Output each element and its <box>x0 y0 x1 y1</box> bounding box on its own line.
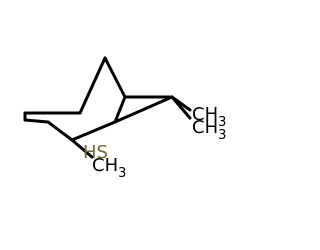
bond-ring-to-methyl-bottom <box>70 138 94 159</box>
molecule-structure-diagram: HS CH3 CH3 CH3 <box>23 56 226 181</box>
bond-ring-left-down <box>23 118 50 124</box>
methyl-label-right-bottom: CH3 <box>192 117 226 143</box>
atom-labels: HS CH3 CH3 CH3 <box>83 104 226 181</box>
molecule-svg: HS CH3 CH3 CH3 <box>23 56 226 181</box>
bond-gem-to-methyl-bottom <box>170 95 192 120</box>
bond-bridge-top-left <box>78 56 107 115</box>
bond-quaternary-to-gemdimethyl <box>113 95 174 124</box>
methyl-label-right-top: CH3 <box>192 104 226 130</box>
bond-quaternary-to-bridgehead <box>113 95 127 124</box>
bond-ring-lower-left <box>46 120 74 142</box>
methyl-label-bottom: CH3 <box>92 155 126 181</box>
bond-skeleton <box>23 56 192 159</box>
bond-ring-lower-right <box>70 120 117 142</box>
thiol-label: HS <box>83 142 108 163</box>
bond-bridge-top-right <box>103 56 127 99</box>
